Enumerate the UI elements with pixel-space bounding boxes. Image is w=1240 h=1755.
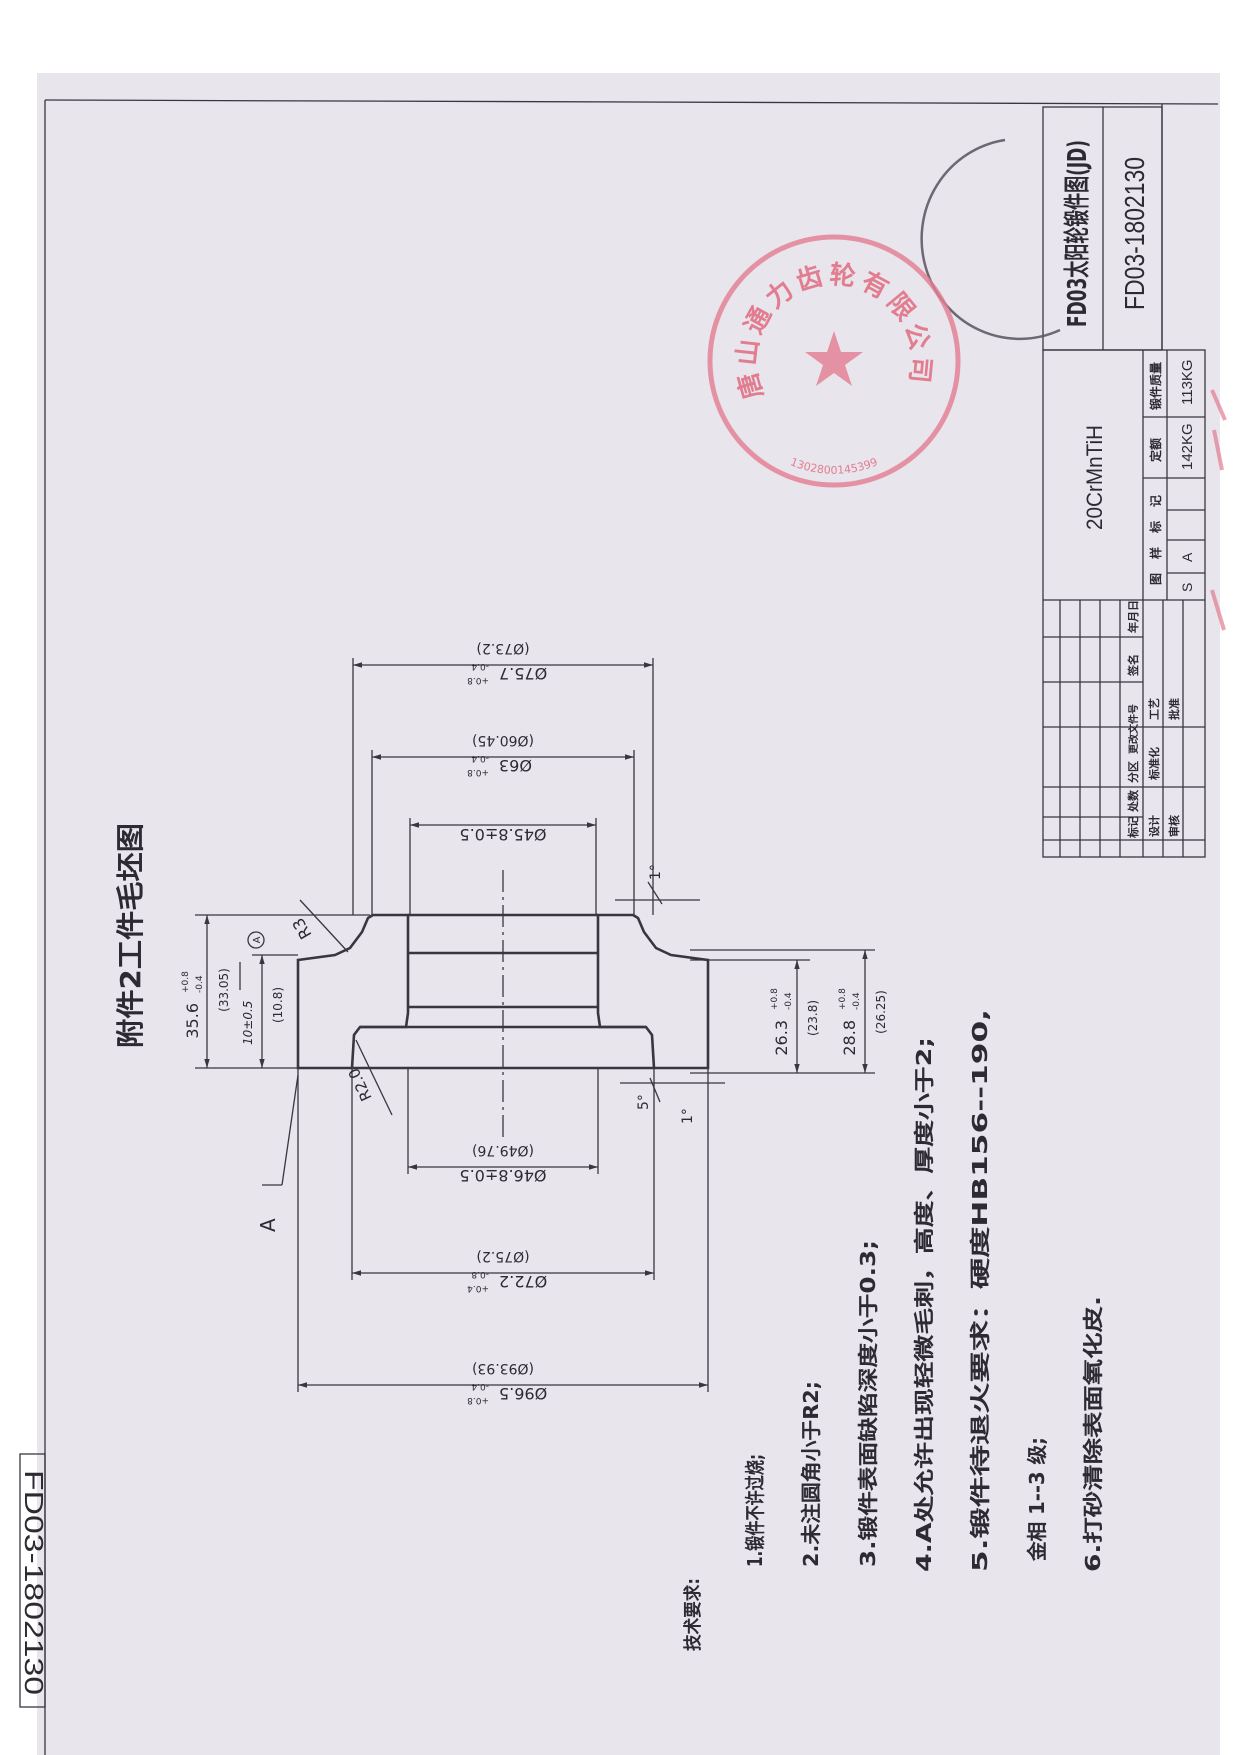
title-block: FD03太阳轮锻件图(JD) FD03-1802130 20CrMnTiH 锻件… [1042, 106, 1206, 858]
dim-ref: (Ø75.2) [476, 1248, 529, 1264]
tech-req-item: 2.未注圆角小于R2; [799, 1381, 823, 1567]
draft-bottom-label: 1° [680, 1108, 696, 1124]
dim-main: Ø46.8±0.5 [459, 1166, 546, 1185]
tech-req-item: 6.打砂清除表面氧化皮. [1081, 1296, 1105, 1572]
technical-requirements: 技术要求: 1.锻件不许过烧; 2.未注圆角小于R2; 3.锻件表面缺陷深度小于… [682, 1009, 1105, 1651]
draft-inner-label: 5° [636, 1094, 652, 1110]
approval-label: 批准 [1167, 698, 1181, 720]
rev-label: 签名 [1126, 654, 1140, 677]
datum-mark: A [252, 936, 263, 943]
part-section [296, 870, 710, 1140]
dim-main: 26.3 [772, 1020, 791, 1056]
dim-ref: (33.05) [217, 968, 231, 1012]
section-mark-a: A [256, 1218, 280, 1232]
datum-circle [247, 931, 265, 949]
approval-label: 工艺 [1147, 698, 1161, 720]
quota-label: 定额 [1148, 438, 1163, 462]
rev-label: 处数 [1126, 789, 1140, 813]
side-number-box: FD03-1802130 [19, 1453, 49, 1708]
dim-bore-bottom: Ø46.8±0.5 (Ø49.76) [459, 1142, 546, 1185]
forging-weight: 113KG [1179, 359, 1196, 405]
red-edge-marks [1210, 389, 1227, 631]
dim-outer: Ø96.5 +0.8 -0.4 (Ø93.93) [467, 1360, 547, 1405]
rev-label: 分区 [1126, 761, 1140, 783]
rev-label: 标记 [1126, 816, 1140, 839]
dim-tol-lower: -0.4 [471, 661, 489, 671]
pencil-circle-mark [920, 138, 1061, 341]
dim-tol-lower: -0.4 [852, 992, 862, 1010]
dim-ref: (Ø49.76) [472, 1142, 534, 1158]
tech-req-item: 1.锻件不许过烧; [743, 1454, 767, 1567]
dim-tol-lower: -0.4 [471, 753, 489, 763]
material: 20CrMnTiH [1082, 425, 1107, 530]
dim-ref: (Ø93.93) [472, 1360, 534, 1376]
approval-label: 设计 [1147, 815, 1161, 837]
drawing-number: FD03-1802130 [1119, 157, 1150, 310]
dim-ref: (26.25) [874, 990, 888, 1034]
dimension-lines [204, 662, 868, 1388]
dim-tol-upper: +0.8 [467, 675, 489, 685]
drawing-name: FD03太阳轮锻件图(JD) [1062, 140, 1093, 327]
dim-tol-lower: -0.4 [195, 975, 205, 993]
dim-tol-lower: -0.8 [471, 1269, 489, 1279]
tech-req-item: 5.锻件待退火要求：硬度HB156--190, [968, 1009, 992, 1572]
dim-main: 35.6 [183, 1003, 202, 1039]
dim-hub-top: Ø63 +0.8 -0.4 (Ø60.45) [467, 732, 534, 777]
section-left [296, 913, 410, 1070]
tech-req-item: 4.A处允许出现轻微毛刺，高度、厚度小于2; [912, 1037, 936, 1572]
dim-height-a: 26.3 +0.8 -0.4 (23.8) [770, 988, 820, 1056]
dim-tol-upper: +0.8 [467, 1395, 489, 1405]
quota: 142KG [1179, 423, 1196, 470]
dim-main: 28.8 [840, 1020, 859, 1056]
dim-flange: 10±0.5 (10.8) A [239, 931, 285, 1045]
dim-height-total: 35.6 +0.8 -0.4 (33.05) [181, 968, 231, 1038]
dim-ref: (Ø60.45) [472, 732, 534, 748]
mark-a: A [1179, 552, 1195, 562]
dim-height-b: 28.8 +0.8 -0.4 (26.25) [838, 988, 888, 1056]
dim-tol-lower: -0.4 [471, 1381, 489, 1391]
dim-od-top: Ø75.7 +0.8 -0.4 (Ø73.2) [467, 640, 547, 685]
dim-ref: (Ø73.2) [476, 640, 529, 656]
dim-bore-top: Ø45.8±0.5 [459, 825, 546, 844]
tech-req-heading: 技术要求: [682, 1578, 704, 1651]
dim-main: Ø96.5 [499, 1384, 547, 1403]
dim-tol-upper: +0.4 [467, 1283, 489, 1293]
rev-label: 更改文件号 [1127, 704, 1140, 754]
dim-main: 10±0.5 [241, 1001, 255, 1045]
mark-s: S [1179, 583, 1195, 592]
dim-tol-upper: +0.8 [467, 767, 489, 777]
forging-weight-label: 锻件质量 [1148, 362, 1163, 410]
dim-ref: (10.8) [271, 987, 285, 1023]
dim-tol-upper: +0.8 [838, 988, 848, 1010]
side-number: FD03-1802130 [19, 1470, 49, 1695]
extension-lines [195, 658, 875, 1392]
dim-main: Ø75.7 [499, 664, 547, 683]
draft-top-label: 1° [648, 864, 664, 880]
tech-req-item: 金相 1--3 级; [1025, 1437, 1049, 1562]
section-right [596, 913, 710, 1070]
dim-tol-upper: +0.8 [770, 988, 780, 1010]
drawing-title: 附件2工件毛坯图 [114, 823, 147, 1048]
dim-tol-upper: +0.8 [181, 971, 191, 993]
approval-label: 审核 [1167, 815, 1181, 837]
dim-main: Ø63 [499, 756, 532, 775]
dim-main: Ø72.2 [499, 1272, 547, 1291]
dim-counterbore: Ø72.2 +0.4 -0.8 (Ø75.2) [467, 1248, 547, 1293]
dim-ref: (23.8) [806, 1000, 820, 1036]
dim-tol-lower: -0.4 [784, 992, 794, 1010]
approval-label: 标准化 [1147, 747, 1161, 781]
rev-label: 年月日 [1126, 600, 1140, 633]
tech-req-item: 3.锻件表面缺陷深度小于0.3; [856, 1240, 880, 1567]
